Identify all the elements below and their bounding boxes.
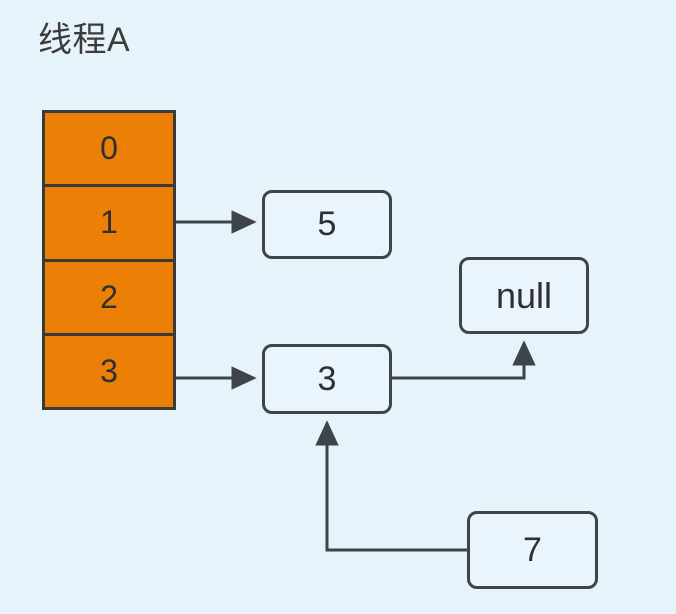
node-5[interactable]: 5 — [262, 190, 392, 259]
node-null-label: null — [495, 274, 553, 316]
node-7-label: 7 — [523, 530, 542, 569]
page-title: 线程A — [38, 21, 131, 59]
array-cell-1-label: 1 — [100, 204, 118, 241]
array-cell-0[interactable]: 0 — [45, 113, 173, 185]
array-cell-3-label: 3 — [100, 352, 118, 389]
array-cell-0-label: 0 — [100, 130, 118, 167]
edge-7-to-3 — [315, 420, 467, 552]
array-cell-3[interactable]: 3 — [45, 332, 173, 407]
node-3[interactable]: 3 — [262, 344, 392, 414]
node-null[interactable]: null — [459, 257, 589, 334]
node-3-label: 3 — [317, 359, 337, 398]
array-cell-1[interactable]: 1 — [45, 184, 173, 259]
node-7[interactable]: 7 — [467, 511, 598, 589]
array-cell-2-label: 2 — [100, 278, 118, 315]
node-5-label: 5 — [317, 205, 337, 243]
edge-3-to-null — [392, 340, 536, 380]
array-cell-2[interactable]: 2 — [45, 258, 173, 333]
hash-bucket-array: 0 1 2 3 — [42, 110, 176, 410]
